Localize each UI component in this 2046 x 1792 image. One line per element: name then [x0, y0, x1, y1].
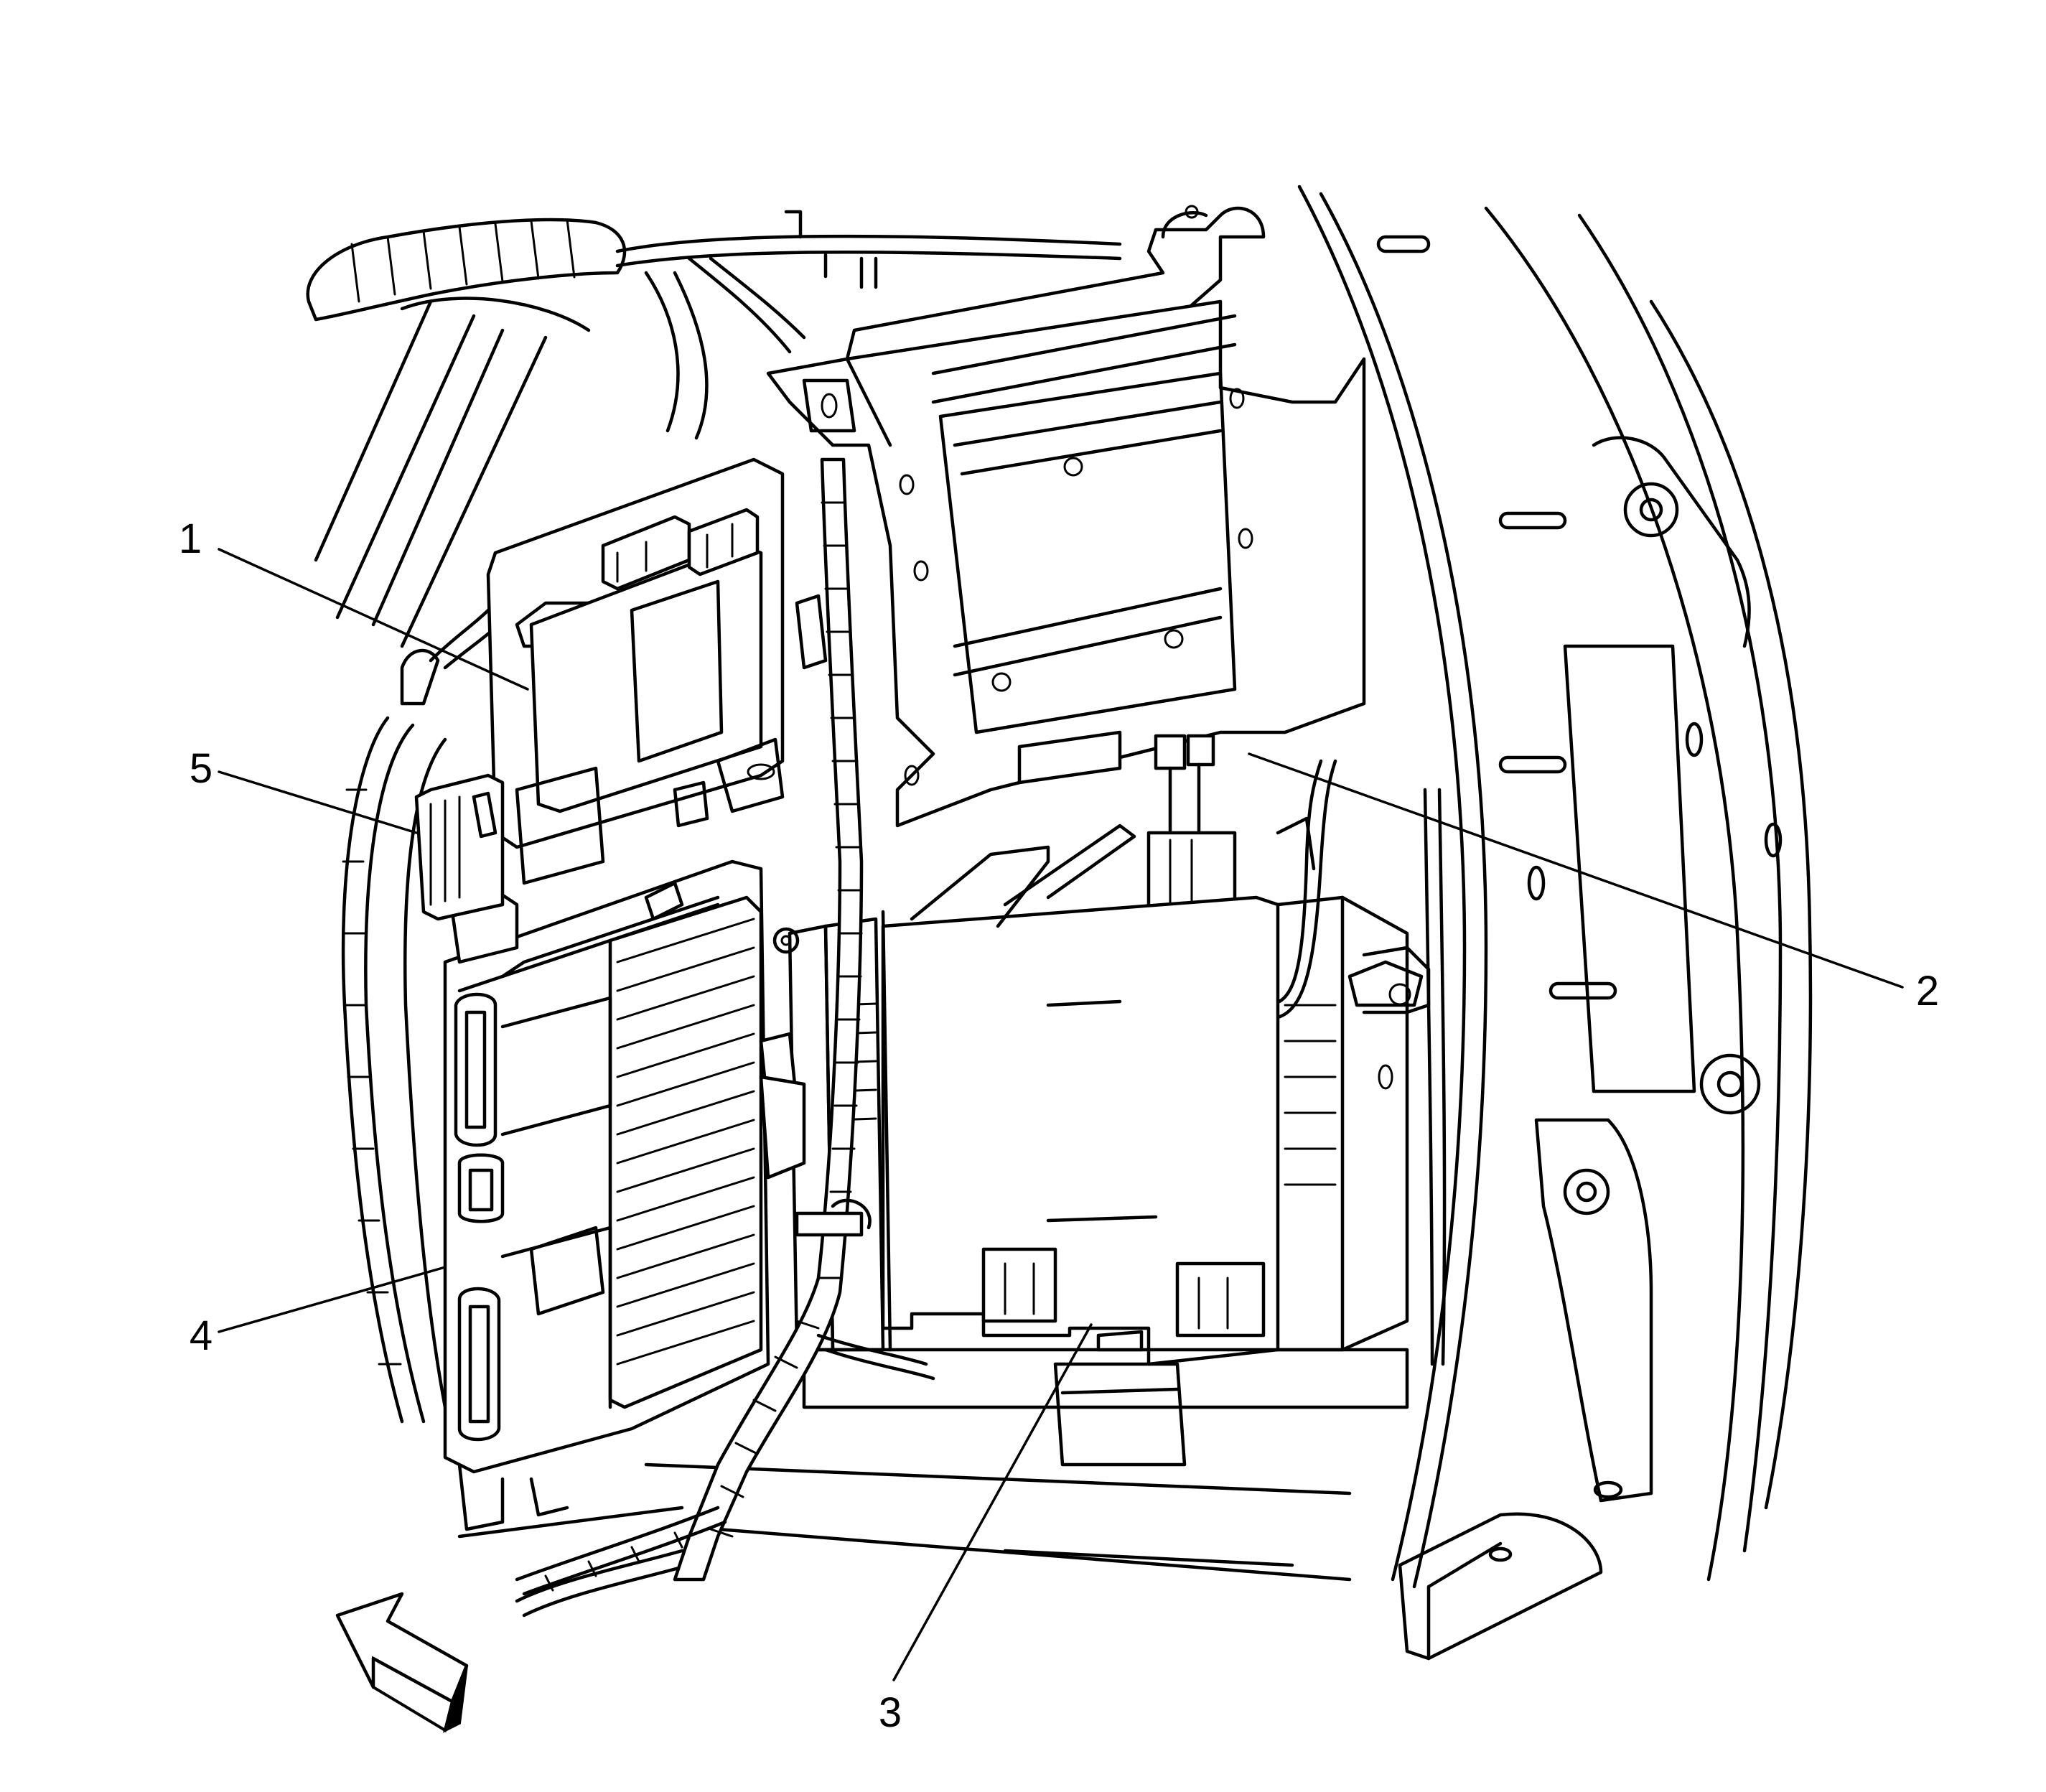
- leader-line-4: [218, 1266, 447, 1333]
- leader-line-5: [218, 770, 418, 834]
- center-module-assembly: [788, 816, 1431, 1467]
- leader-line-2: [1248, 752, 1904, 989]
- leader-line-1: [218, 548, 529, 691]
- leader-line-3: [892, 1323, 1093, 1681]
- bracket-strip: [414, 773, 505, 921]
- vehicle-structure: [306, 185, 1813, 1661]
- callout-3: 3: [879, 1689, 902, 1736]
- callout-5: 5: [190, 745, 212, 792]
- upper-left-module: [486, 457, 828, 885]
- callout-4: 4: [190, 1312, 212, 1359]
- callout-2: 2: [1916, 968, 1939, 1014]
- arrow-icon: [335, 1592, 469, 1733]
- upper-mounting-bracket: [766, 205, 1366, 1022]
- callout-leaders: [218, 548, 1904, 1681]
- callout-1: 1: [179, 515, 202, 562]
- wiring-harness: [341, 457, 935, 1596]
- lower-left-module: [443, 859, 806, 1531]
